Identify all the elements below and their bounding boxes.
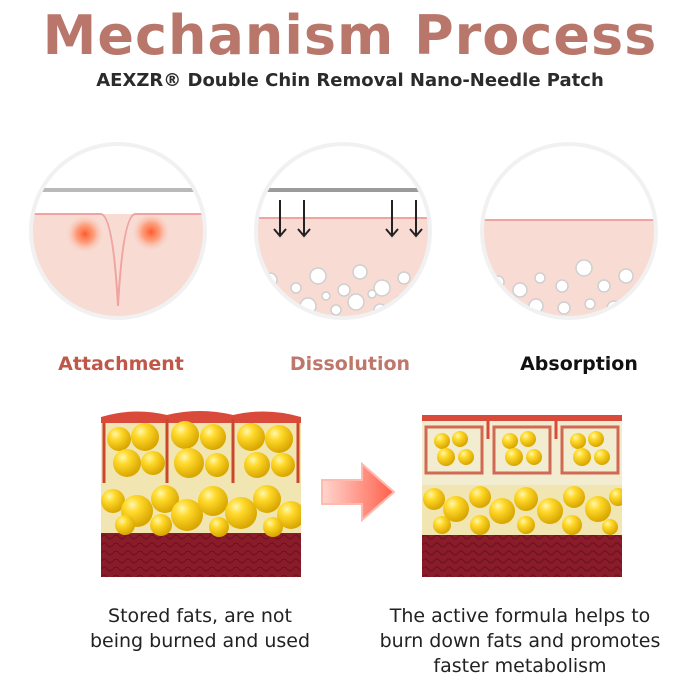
- page-title: Mechanism Process: [42, 4, 658, 67]
- reduced-fat-tissue-illustration: [422, 405, 627, 577]
- after-caption-line: The active formula helps to: [389, 605, 651, 627]
- after-caption: The active formula helps to burn down fa…: [355, 604, 685, 679]
- stored-fat-tissue-illustration: [101, 405, 305, 577]
- product-subtitle: AEXZR® Double Chin Removal Nano-Needle P…: [96, 70, 604, 91]
- stage-label-absorption: Absorption: [520, 353, 638, 375]
- stage-label-attachment: Attachment: [58, 353, 184, 375]
- attachment-illustration: [27, 140, 209, 322]
- before-caption: Stored fats, are not being burned and us…: [50, 604, 350, 654]
- after-caption-line: faster metabolism: [433, 655, 607, 677]
- before-caption-line: being burned and used: [89, 630, 311, 652]
- absorption-illustration: [478, 140, 660, 322]
- before-caption-line: Stored fats, are not: [108, 605, 292, 627]
- arrow-right-icon: [318, 456, 398, 528]
- after-caption-line: burn down fats and promotes: [379, 630, 661, 652]
- stage-label-dissolution: Dissolution: [289, 353, 411, 375]
- dissolution-illustration: [252, 140, 434, 322]
